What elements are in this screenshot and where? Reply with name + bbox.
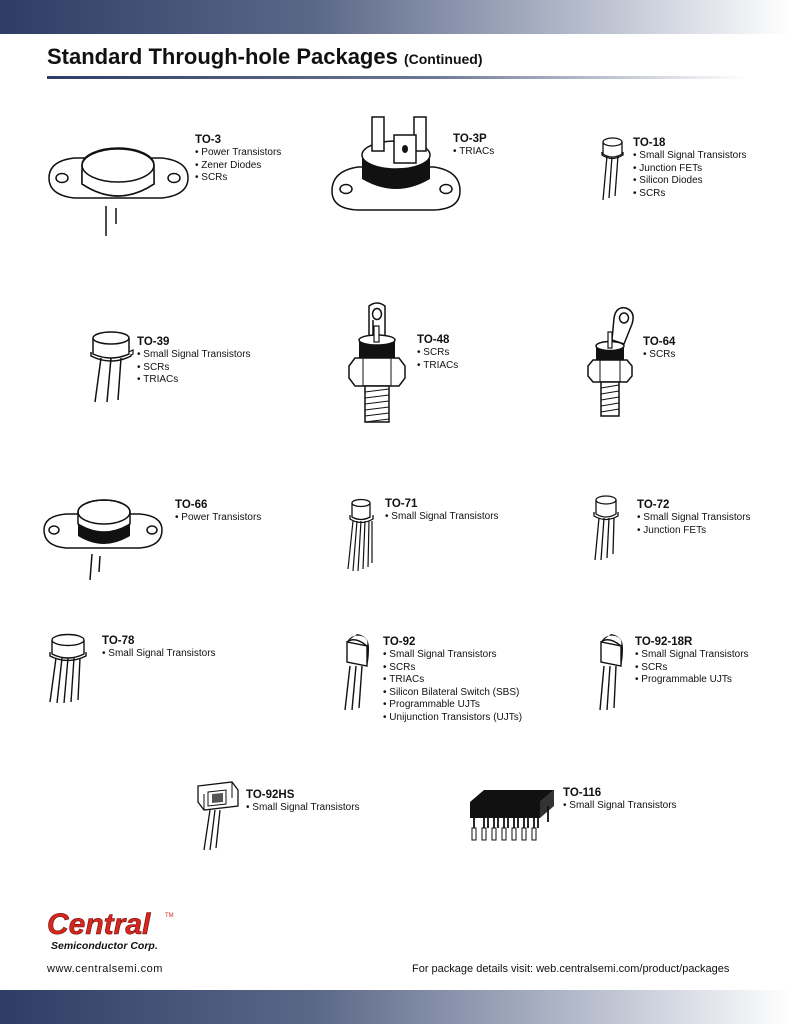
package-use: TRIACs xyxy=(137,374,251,387)
page-subtitle: (Continued) xyxy=(403,51,483,67)
package-uses: Small Signal Transistors Junction FETs xyxy=(637,512,751,538)
package-use: SCRs xyxy=(195,172,281,185)
package-name: TO-66 xyxy=(175,499,208,511)
package-use: Silicon Bilateral Switch (SBS) xyxy=(383,687,522,700)
to-18-illustration xyxy=(601,137,624,201)
package-name: TO-92-18R xyxy=(635,636,693,648)
package-to-39: TO-39 Small Signal Transistors SCRs TRIA… xyxy=(137,335,251,387)
package-details-note[interactable]: For package details visit: web.centralse… xyxy=(412,963,730,975)
package-uses: Small Signal Transistors xyxy=(246,802,359,815)
package-use: Small Signal Transistors xyxy=(383,649,522,662)
package-uses: Small Signal Transistors SCRs TRIACs xyxy=(137,349,251,387)
package-uses: Small Signal Transistors xyxy=(563,800,676,813)
to-92-18r-illustration xyxy=(599,634,623,711)
to-3-illustration xyxy=(48,147,189,236)
package-use: Small Signal Transistors xyxy=(246,802,359,815)
to-39-illustration xyxy=(90,331,134,403)
package-use: SCRs xyxy=(417,347,458,360)
package-name: TO-18 xyxy=(633,137,666,149)
package-use: Small Signal Transistors xyxy=(102,648,215,661)
package-to-72: TO-72 Small Signal Transistors Junction … xyxy=(637,498,751,537)
package-use: Small Signal Transistors xyxy=(633,150,746,163)
package-use: Junction FETs xyxy=(633,163,747,176)
package-use: SCRs xyxy=(635,662,749,675)
package-to-92-18r: TO-92-18R Small Signal Transistors SCRs … xyxy=(635,635,749,687)
package-to-71: TO-71 Small Signal Transistors xyxy=(385,497,499,524)
package-to-78: TO-78 Small Signal Transistors xyxy=(102,634,216,661)
package-uses: Small Signal Transistors xyxy=(385,511,498,524)
to-116-illustration xyxy=(470,790,554,841)
package-use: Junction FETs xyxy=(637,525,751,538)
package-to-3: TO-3 Power Transistors Zener Diodes SCRs xyxy=(195,133,281,185)
package-use: SCRs xyxy=(137,362,251,375)
package-use: TRIACs xyxy=(383,674,522,687)
package-to-64: TO-64 SCRs xyxy=(643,335,675,362)
package-to-116: TO-116 Small Signal Transistors xyxy=(563,786,677,813)
title-underline xyxy=(47,76,747,79)
package-name: TO-39 xyxy=(137,336,170,348)
package-to-92: TO-92 Small Signal Transistors SCRs TRIA… xyxy=(383,635,522,724)
package-to-48: TO-48 SCRs TRIACs xyxy=(417,333,458,372)
to-92-illustration xyxy=(344,634,369,711)
package-to-3p: TO-3P TRIACs xyxy=(453,132,494,159)
to-92hs-illustration xyxy=(197,781,239,851)
package-uses: Small Signal Transistors SCRs Programmab… xyxy=(635,649,749,687)
to-48-illustration xyxy=(348,302,406,423)
package-to-66: TO-66 Power Transistors xyxy=(175,498,261,525)
package-name: TO-64 xyxy=(643,336,676,348)
package-name: TO-92 xyxy=(383,636,416,648)
package-use: Power Transistors xyxy=(175,512,261,525)
package-use: TRIACs xyxy=(417,360,458,373)
package-uses: Small Signal Transistors xyxy=(102,648,215,661)
package-uses: Power Transistors Zener Diodes SCRs xyxy=(195,147,281,185)
package-use: Programmable UJTs xyxy=(635,674,749,687)
package-use: Small Signal Transistors xyxy=(137,349,250,362)
to-64-illustration xyxy=(587,306,634,417)
package-use: Small Signal Transistors xyxy=(635,649,748,662)
package-use: Small Signal Transistors xyxy=(385,511,498,524)
package-uses: SCRs TRIACs xyxy=(417,347,458,372)
package-uses: Small Signal Transistors SCRs TRIACs Sil… xyxy=(383,649,522,724)
package-use: SCRs xyxy=(383,662,522,675)
package-use: Power Transistors xyxy=(195,147,281,160)
package-use: Unijunction Transistors (UJTs) xyxy=(383,712,522,725)
package-name: TO-3P xyxy=(453,133,487,145)
package-name: TO-48 xyxy=(417,334,450,346)
package-name: TO-78 xyxy=(102,635,135,647)
website-link[interactable]: www.centralsemi.com xyxy=(47,963,163,975)
logo-trademark: TM xyxy=(165,913,174,919)
package-uses: SCRs xyxy=(643,349,675,362)
package-uses: Power Transistors xyxy=(175,512,261,525)
logo-wordmark: Central xyxy=(47,908,151,941)
to-66-illustration xyxy=(43,499,163,581)
to-3p-illustration xyxy=(331,116,461,211)
package-use: Silicon Diodes xyxy=(633,175,747,188)
package-use: Zener Diodes xyxy=(195,160,281,173)
to-71-illustration xyxy=(347,498,374,572)
package-use: SCRs xyxy=(643,349,675,362)
logo-tagline: Semiconductor Corp. xyxy=(51,940,158,952)
package-to-18: TO-18 Small Signal Transistors Junction … xyxy=(633,136,747,200)
bottom-gradient-band xyxy=(0,990,791,1024)
package-name: TO-92HS xyxy=(246,789,295,801)
package-name: TO-72 xyxy=(637,499,670,511)
package-uses: Small Signal Transistors Junction FETs S… xyxy=(633,150,747,201)
package-name: TO-71 xyxy=(385,498,418,510)
top-gradient-band xyxy=(0,0,791,34)
page-title: Standard Through-hole Packages (Continue… xyxy=(47,44,483,70)
to-78-illustration xyxy=(49,633,87,704)
package-uses: TRIACs xyxy=(453,146,494,159)
package-to-92hs: TO-92HS Small Signal Transistors xyxy=(246,788,360,815)
page-title-text: Standard Through-hole Packages xyxy=(47,44,398,69)
package-use: Small Signal Transistors xyxy=(637,512,750,525)
package-use: Programmable UJTs xyxy=(383,699,522,712)
to-72-illustration xyxy=(593,495,619,561)
package-use: SCRs xyxy=(633,188,747,201)
package-name: TO-116 xyxy=(563,787,602,799)
central-semiconductor-logo: Central TM Semiconductor Corp. xyxy=(47,908,174,952)
package-use: Small Signal Transistors xyxy=(563,800,676,813)
package-name: TO-3 xyxy=(195,134,221,146)
package-use: TRIACs xyxy=(453,146,494,159)
